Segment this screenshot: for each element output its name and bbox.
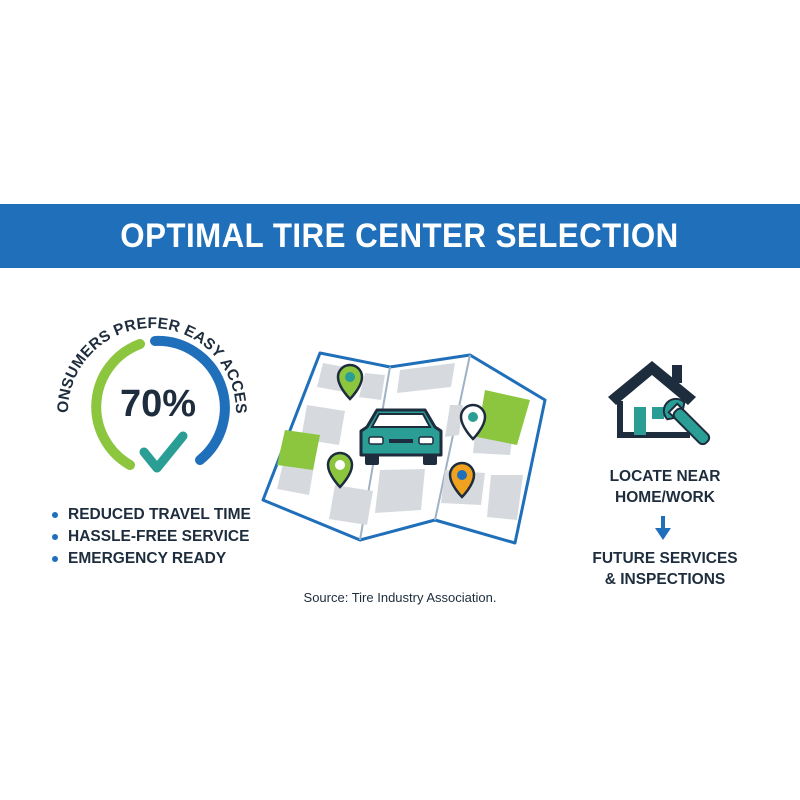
arrow-down-icon [655,516,671,540]
map-pin-icon [448,461,476,499]
list-item: EMERGENCY READY [52,548,251,570]
car-icon [359,408,443,465]
folded-map-car-icon [255,345,555,550]
access-gauge: CONSUMERS PREFER EASY ACCESS 70% [40,300,270,490]
bullet-icon [52,556,58,562]
gauge-blue-arc [150,335,230,465]
gauge-green-arc [91,339,145,470]
map-pin-icon [326,451,354,489]
source-note: Source: Tire Industry Association. [303,590,497,605]
page-title: OPTIMAL TIRE CENTER SELECTION [120,216,680,255]
checkmark-icon [139,431,188,473]
future-services-text: FUTURE SERVICES & INSPECTIONS [592,550,738,588]
gauge-value: 70% [120,383,196,425]
map-pin-icon [459,403,487,441]
bullet-icon [52,534,58,540]
locate-text: LOCATE NEAR HOME/WORK [609,468,721,506]
benefit-label: EMERGENCY READY [68,550,227,567]
bullet-icon [52,512,58,518]
house-wrench-icon [600,355,720,455]
benefits-list: REDUCED TRAVEL TIME HASSLE-FREE SERVICE … [52,504,251,570]
map-pin-icon [336,363,364,401]
list-item: REDUCED TRAVEL TIME [52,504,251,526]
benefit-label: REDUCED TRAVEL TIME [68,506,251,523]
benefit-label: HASSLE-FREE SERVICE [68,528,250,545]
title-banner: OPTIMAL TIRE CENTER SELECTION [0,204,800,268]
list-item: HASSLE-FREE SERVICE [52,526,251,548]
